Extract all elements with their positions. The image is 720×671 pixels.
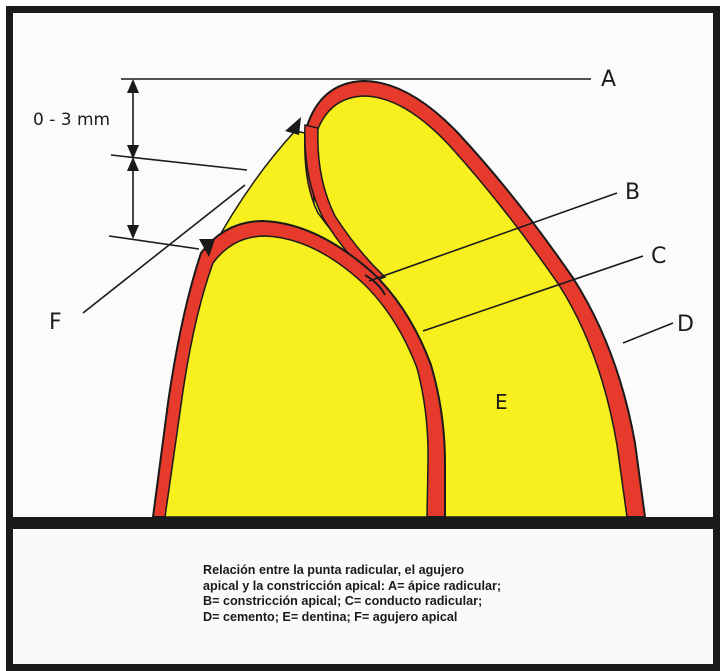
- panel-divider: [13, 517, 713, 529]
- label-c: C: [651, 244, 666, 269]
- diagram-svg: A B C D E F 0 - 3 mm: [13, 13, 713, 517]
- measurement-label: 0 - 3 mm: [33, 110, 110, 130]
- label-b: B: [625, 180, 640, 205]
- label-e: E: [495, 390, 508, 414]
- dim-arrow-3: [127, 157, 139, 171]
- leader-line-d: [623, 323, 673, 343]
- caption-line-4: D= cemento; E= dentina; F= agujero apica…: [203, 610, 643, 626]
- caption-panel: Relación entre la punta radicular, el ag…: [13, 529, 713, 664]
- label-f: F: [49, 310, 62, 335]
- label-a: A: [601, 67, 616, 92]
- arrowhead-upper: [285, 117, 301, 135]
- caption-line-3: B= constricción apical; C= conducto radi…: [203, 594, 643, 610]
- caption-line-1: Relación entre la punta radicular, el ag…: [203, 563, 643, 579]
- dim-arrow-4: [127, 225, 139, 239]
- figure-frame: A B C D E F 0 - 3 mm Relación entre la p…: [6, 6, 720, 671]
- figure-caption: Relación entre la punta radicular, el ag…: [203, 563, 643, 625]
- dim-arrow-1: [127, 79, 139, 93]
- caption-line-2: apical y la constricción apical: A= ápic…: [203, 579, 643, 595]
- root-apex-diagram: A B C D E F 0 - 3 mm: [13, 13, 713, 517]
- ref-line-lower: [109, 236, 199, 249]
- label-d: D: [677, 312, 694, 337]
